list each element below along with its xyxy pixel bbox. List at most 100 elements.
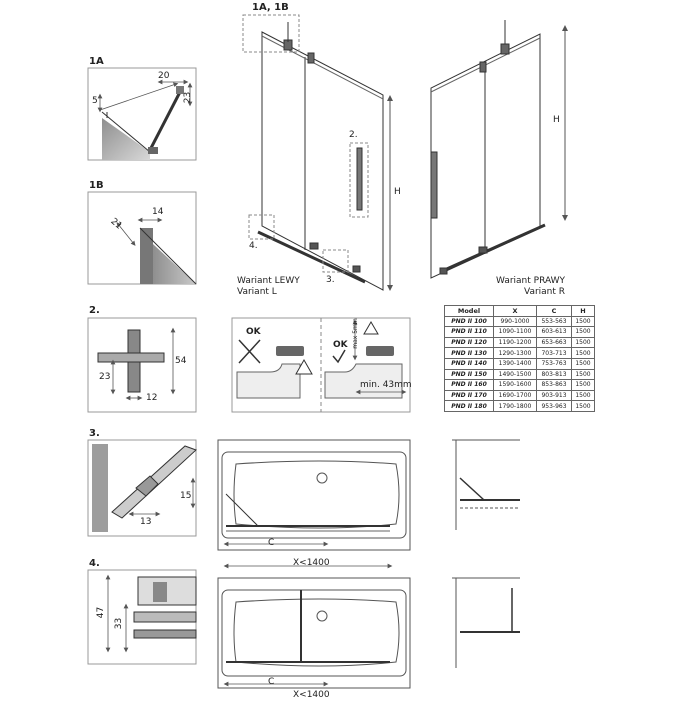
cell-h: 1500 [571,368,595,381]
detail-1a-drawing [87,67,197,161]
dim-1a-20: 20 [158,71,170,81]
cell-h: 1500 [571,315,595,328]
cell-h: 1500 [571,326,595,338]
ok-label-left: OK [246,327,261,337]
ok-label-right: OK [333,340,348,350]
cell-model: PND II 160 [444,379,494,391]
dim-2-12: 12 [146,393,158,403]
right-height-label: H [553,115,560,125]
left-height-label: H [394,187,401,197]
cell-c: 953-963 [536,400,572,412]
left-variant-caption: Wariant LEWY Variant L [237,276,300,298]
cell-model: PND II 170 [444,389,494,402]
callout-4: 4. [249,241,258,251]
col-x: X [493,305,537,317]
col-c: C [536,305,572,317]
label-1b: 1B [89,180,104,191]
plan-view-lower [217,577,411,689]
max-5mm-label: max 5mm [351,318,359,349]
col-h: H [571,305,595,317]
cell-c: 553-563 [536,315,572,328]
cell-c: 803-813 [536,368,572,381]
cell-c: 853-863 [536,379,572,391]
cell-x: 1290-1300 [493,347,537,359]
cell-model: PND II 130 [444,347,494,359]
label-4: 4. [89,558,100,569]
cell-h: 1500 [571,389,595,402]
plan-view-upper [217,439,411,569]
cell-x: 1690-1700 [493,389,537,402]
left-variant-line2: Variant L [237,287,277,297]
callout-2: 2. [349,130,358,140]
cell-x: 1190-1200 [493,336,537,349]
cell-h: 1500 [571,357,595,370]
detail-2-drawing [87,317,197,413]
cell-model: PND II 100 [444,315,494,328]
cell-c: 903-913 [536,389,572,402]
left-variant-line1: Wariant LEWY [237,276,300,286]
left-variant-drawing [242,14,393,291]
detail-4-drawing [87,569,197,665]
dim-2-54: 54 [175,356,187,366]
cell-c: 703-713 [536,347,572,359]
right-variant-drawing [430,20,568,279]
right-variant-caption: Wariant PRAWY Variant R [496,276,565,298]
dim-4-33: 33 [114,617,125,630]
cell-x: 1490-1500 [493,368,537,381]
side-scheme-upper [452,439,520,530]
cell-x: 990-1000 [493,315,537,328]
cell-model: PND II 180 [444,400,494,412]
right-variant-line1: Wariant PRAWY [496,276,566,286]
right-variant-line2: Variant R [523,287,566,297]
cell-h: 1500 [571,347,595,359]
side-scheme-lower [452,577,520,668]
plan-upper-c: C [268,538,275,548]
dim-3-13: 13 [140,517,152,527]
label-1a-1b: 1A, 1B [252,2,289,13]
cell-h: 1500 [571,400,595,412]
label-3: 3. [89,428,100,439]
cell-x: 1390-1400 [493,357,537,370]
cell-x: 1590-1600 [493,379,537,391]
cell-model: PND II 140 [444,357,494,370]
cell-c: 653-663 [536,336,572,349]
cell-model: PND II 150 [444,368,494,381]
dim-1a-23: 23 [183,91,194,104]
install-tolerance-drawing [231,317,411,413]
plan-upper-x: X<1400 [293,558,330,568]
label-1a: 1A [89,56,104,67]
cell-h: 1500 [571,336,595,349]
cell-h: 1500 [571,379,595,391]
dim-4-47: 47 [96,606,107,619]
spec-table-header-row: Model X C H [444,305,595,317]
dim-2-23: 23 [99,372,111,382]
dim-3-15: 15 [180,491,192,501]
dim-1b-14: 14 [152,207,164,217]
dim-1a-5: 5 [92,96,98,106]
callout-3: 3. [326,275,335,285]
label-2: 2. [89,305,100,316]
plan-lower-x: X<1400 [293,690,330,700]
cell-x: 1790-1800 [493,400,537,412]
cell-x: 1090-1100 [493,326,537,338]
detail-1b-drawing [87,191,197,285]
col-model: Model [444,305,494,317]
min-43mm-label: min. 43mm [360,380,412,390]
detail-3-drawing [87,439,197,537]
cell-model: PND II 120 [444,336,494,349]
cell-c: 603-613 [536,326,572,338]
cell-model: PND II 110 [444,326,494,338]
cell-c: 753-763 [536,357,572,370]
plan-lower-c: C [268,677,275,687]
